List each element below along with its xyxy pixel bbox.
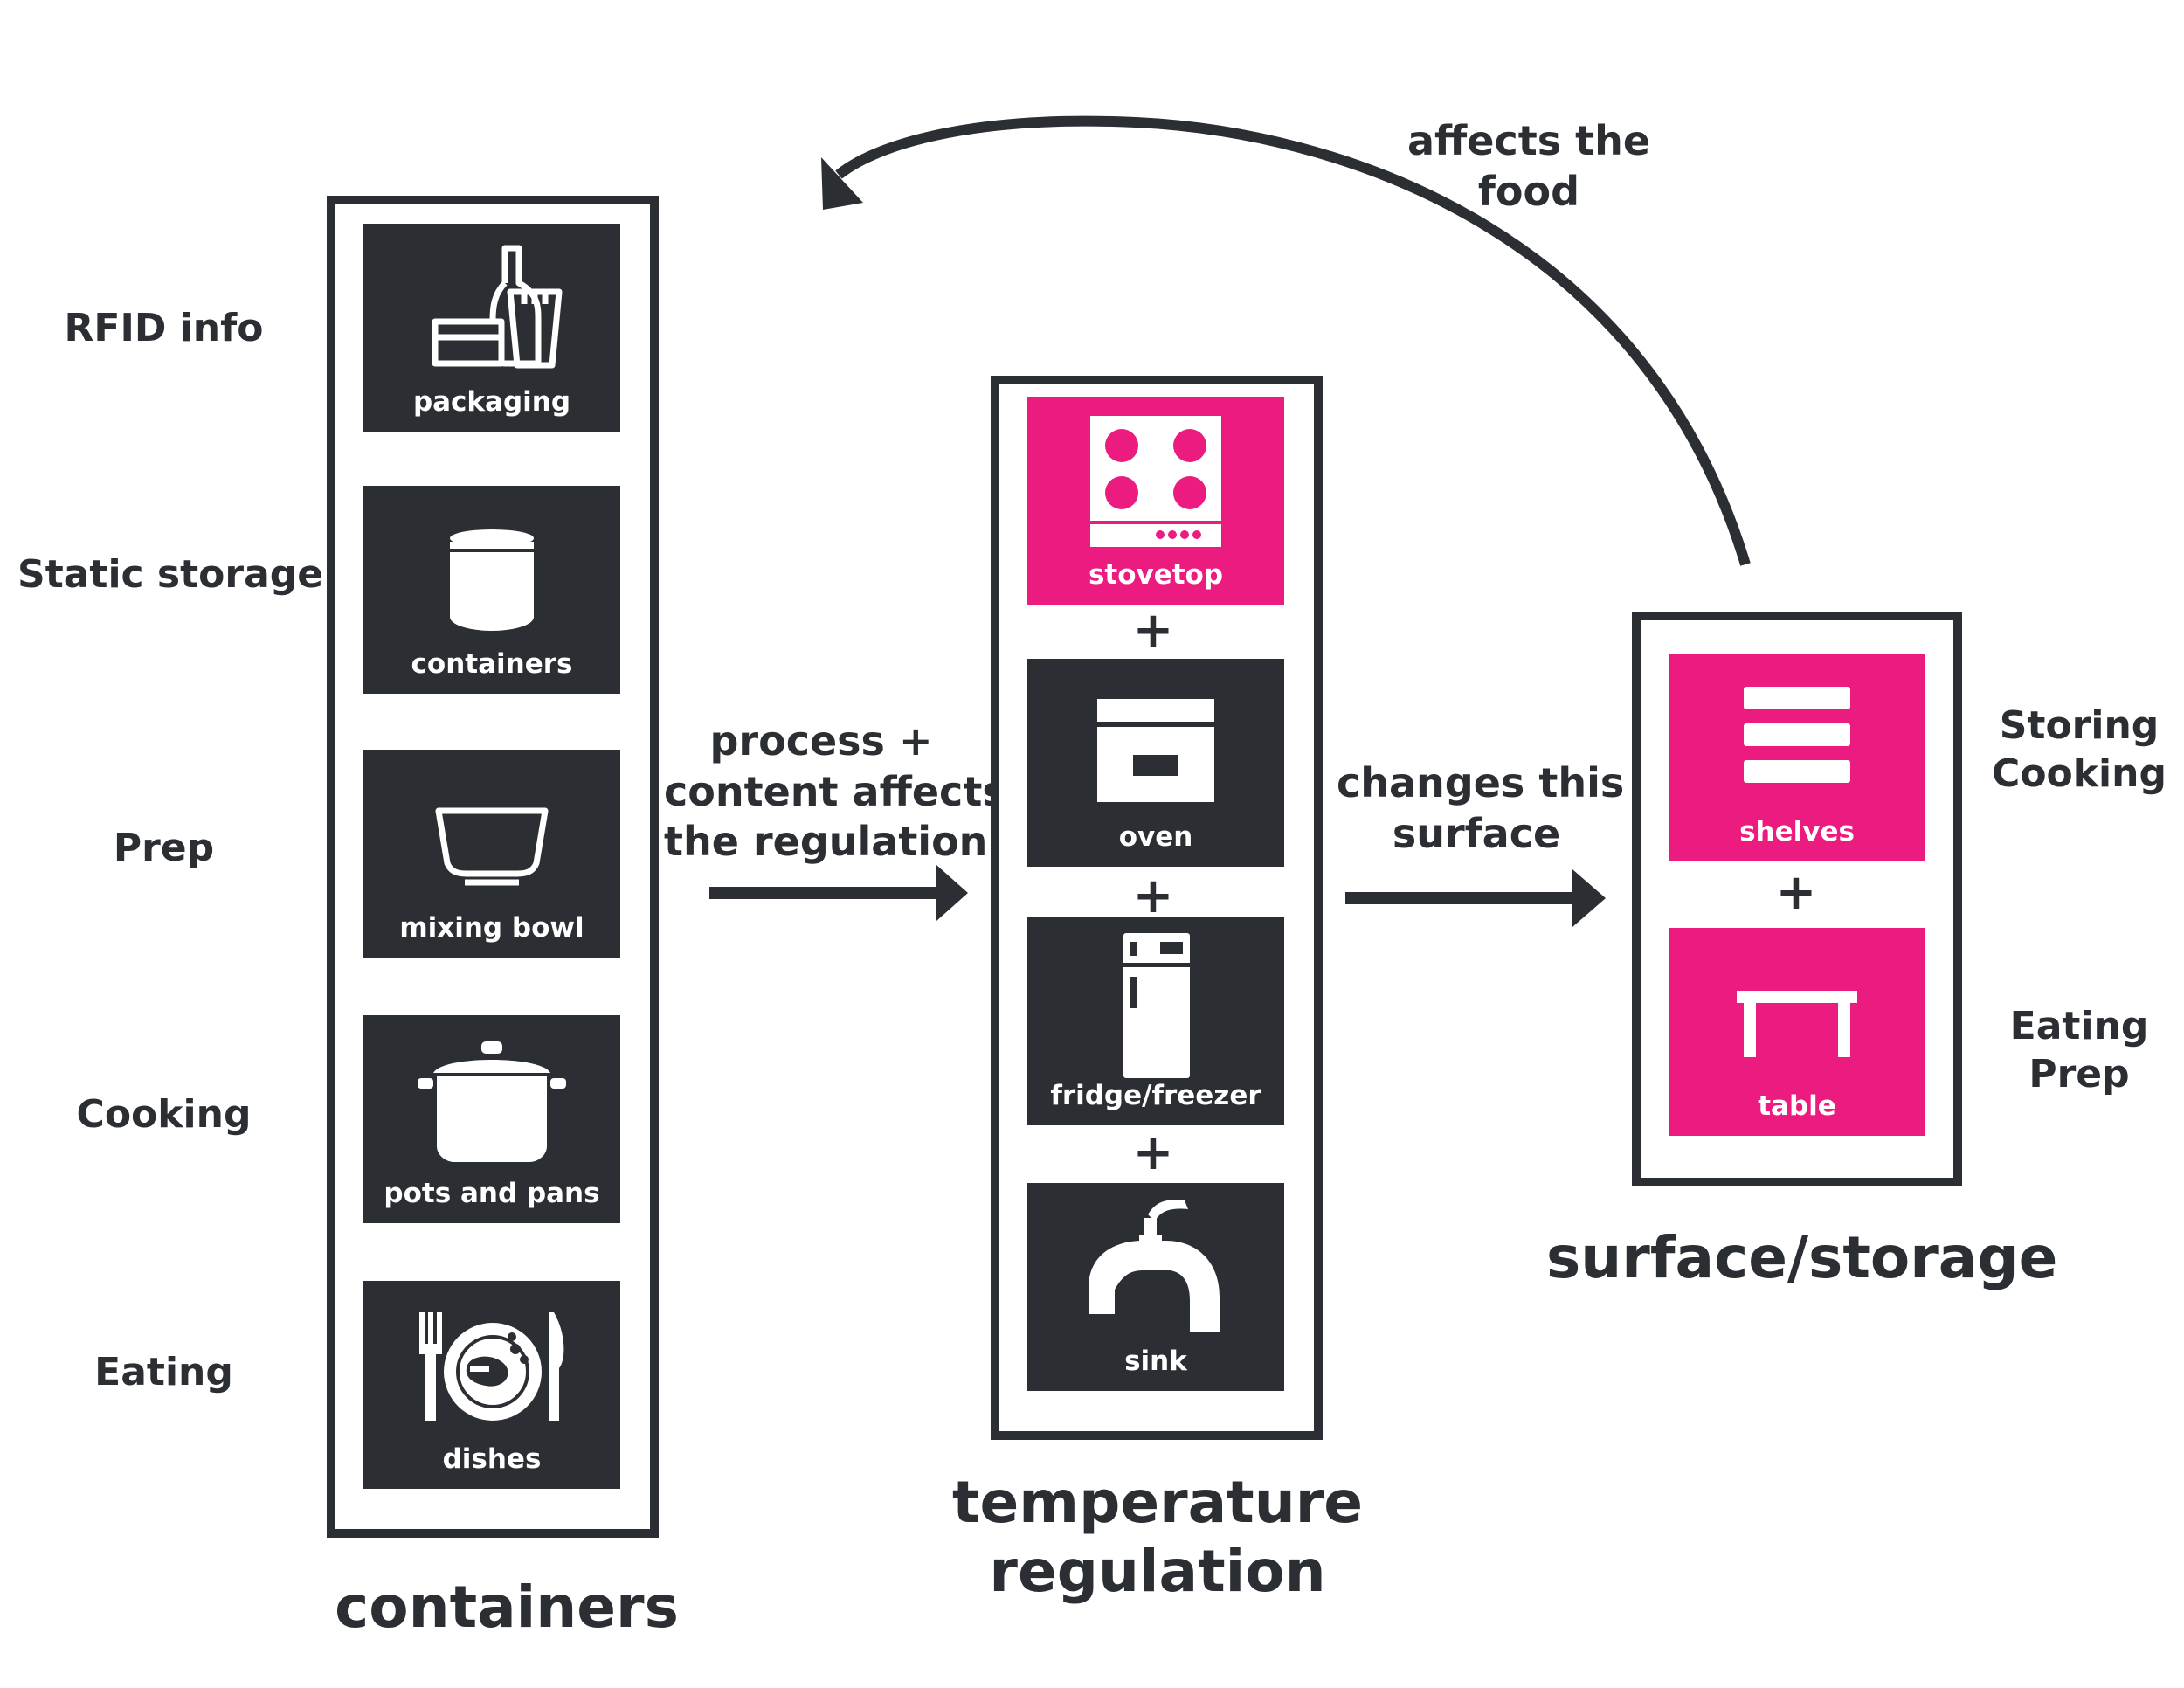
tile-fridge-freezer: fridge/freezer [1027, 917, 1284, 1125]
table-icon [1737, 991, 1857, 1057]
tile-pots-and-pans: pots and pans [363, 1015, 620, 1223]
tile-packaging: packaging [363, 224, 620, 432]
flow-affects-line2: food [1477, 167, 1580, 215]
tile-caption: shelves [1739, 816, 1855, 847]
flow-changes-line2: surface [1392, 809, 1561, 857]
flow-affects-label: affects the food [1398, 116, 1660, 217]
tile-dishes: dishes [363, 1281, 620, 1489]
plus-sign: + [1132, 868, 1174, 924]
flow-process-label: process + content affects the regulation [664, 716, 1006, 868]
flow-affects-line1: affects the [1406, 117, 1651, 164]
title-temperature-line2: regulation [989, 1538, 1326, 1606]
flow-changes-line1: changes this [1337, 759, 1625, 806]
tile-caption: stovetop [1088, 559, 1224, 591]
title-temperature-regulation: temperature regulation [943, 1468, 1372, 1606]
label-eating-right: Eating [2009, 1004, 2149, 1048]
faucet-icon [1089, 1200, 1220, 1332]
tile-caption: mixing bowl [399, 912, 584, 944]
plus-sign: + [1775, 864, 1817, 921]
tile-caption: packaging [412, 386, 571, 418]
stovetop-icon [1090, 416, 1221, 547]
flow-process-line3: the regulation [664, 818, 988, 865]
label-cooking-right: Cooking [1992, 751, 2167, 796]
arrow-surface-to-containers-curve [835, 115, 1751, 566]
arrowhead-right [1572, 869, 1606, 927]
plus-sign: + [1132, 1124, 1174, 1181]
arrowhead-curve [821, 157, 863, 210]
title-temperature-line1: temperature [951, 1469, 1364, 1536]
tile-containers: containers [363, 486, 620, 694]
flow-process-line2: content affects [664, 767, 1006, 815]
label-prep-right: Prep [2028, 1052, 2130, 1097]
arrowhead-right [936, 865, 968, 921]
title-containers: containers [335, 1574, 679, 1641]
label-storing-cooking: Storing Cooking [1983, 702, 2175, 798]
pot-icon [418, 1041, 566, 1162]
title-surface-storage: surface/storage [1546, 1224, 2058, 1291]
flow-changes-label: changes this surface [1337, 758, 1625, 859]
label-cooking: Cooking [76, 1092, 252, 1137]
label-static-storage: Static storage [17, 552, 324, 597]
tile-shelves: shelves [1669, 654, 1925, 861]
tile-caption: dishes [442, 1443, 542, 1475]
tile-mixing-bowl: mixing bowl [363, 750, 620, 958]
tile-sink: sink [1027, 1183, 1284, 1391]
flow-process-line1: process + [709, 717, 933, 764]
packaging-icon [432, 245, 563, 369]
label-eating: Eating [94, 1350, 233, 1394]
tile-caption: pots and pans [384, 1178, 600, 1209]
label-prep: Prep [113, 826, 215, 870]
plate-fork-knife-icon [419, 1312, 564, 1421]
fridge-icon [1123, 933, 1190, 1078]
label-storing: Storing [1999, 703, 2160, 748]
tile-caption: table [1758, 1090, 1836, 1122]
label-eating-prep: Eating Prep [1983, 1002, 2175, 1098]
tile-caption: containers [411, 648, 573, 680]
tile-caption: fridge/freezer [1050, 1080, 1261, 1111]
bowl-icon [435, 807, 549, 886]
tile-table: table [1669, 928, 1925, 1136]
jar-icon [450, 529, 534, 631]
tile-caption: sink [1124, 1346, 1187, 1377]
tile-stovetop: stovetop [1027, 397, 1284, 605]
label-rfid-info: RFID info [64, 306, 264, 350]
plus-sign: + [1132, 602, 1174, 659]
tile-caption: oven [1118, 821, 1193, 853]
tile-oven: oven [1027, 659, 1284, 867]
oven-icon [1097, 699, 1214, 802]
shelves-icon [1744, 687, 1850, 783]
